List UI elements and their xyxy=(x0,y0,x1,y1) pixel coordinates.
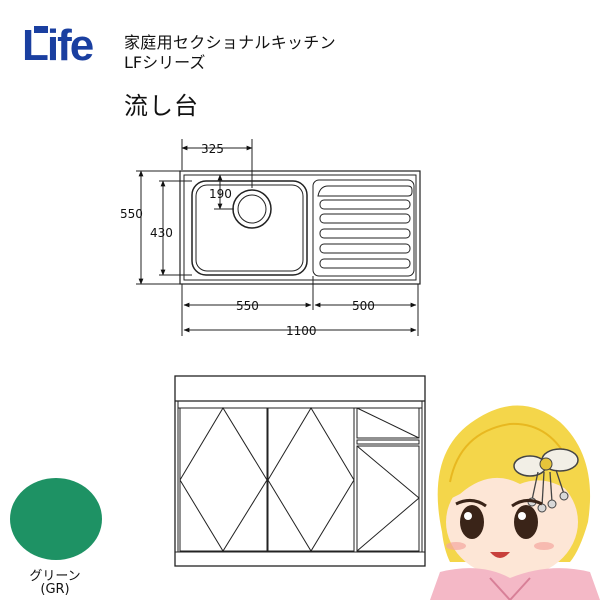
label-430: 430 xyxy=(150,226,173,240)
countertop-plan xyxy=(179,170,421,285)
color-code: (GR) xyxy=(40,582,70,597)
hair-ornament-icon xyxy=(513,448,579,513)
sink-bowl xyxy=(191,180,308,276)
color-swatch[interactable] xyxy=(10,478,102,560)
label-500: 500 xyxy=(352,299,375,313)
mascot-character xyxy=(430,405,600,600)
label-190: 190 xyxy=(209,187,232,201)
life-logo: Life xyxy=(20,22,102,68)
drainboard xyxy=(312,179,415,277)
dim-depth-total xyxy=(136,170,180,285)
color-name: グリーン xyxy=(29,569,81,584)
product-name: 流し台 xyxy=(124,92,199,120)
label-1100: 1100 xyxy=(286,324,317,338)
dim-sections xyxy=(181,276,419,336)
dim-bowl-width xyxy=(181,139,253,188)
label-550-depth: 550 xyxy=(120,207,143,221)
dim-drain-offset xyxy=(214,174,234,210)
label-325: 325 xyxy=(201,142,224,156)
label-550-section: 550 xyxy=(236,299,259,313)
dim-depth-bowl xyxy=(159,180,192,276)
cabinet-front xyxy=(174,375,426,567)
series-subtitle: LFシリーズ xyxy=(124,53,206,72)
drain-circle xyxy=(232,189,272,229)
series-title: 家庭用セクショナルキッチン xyxy=(124,33,336,52)
